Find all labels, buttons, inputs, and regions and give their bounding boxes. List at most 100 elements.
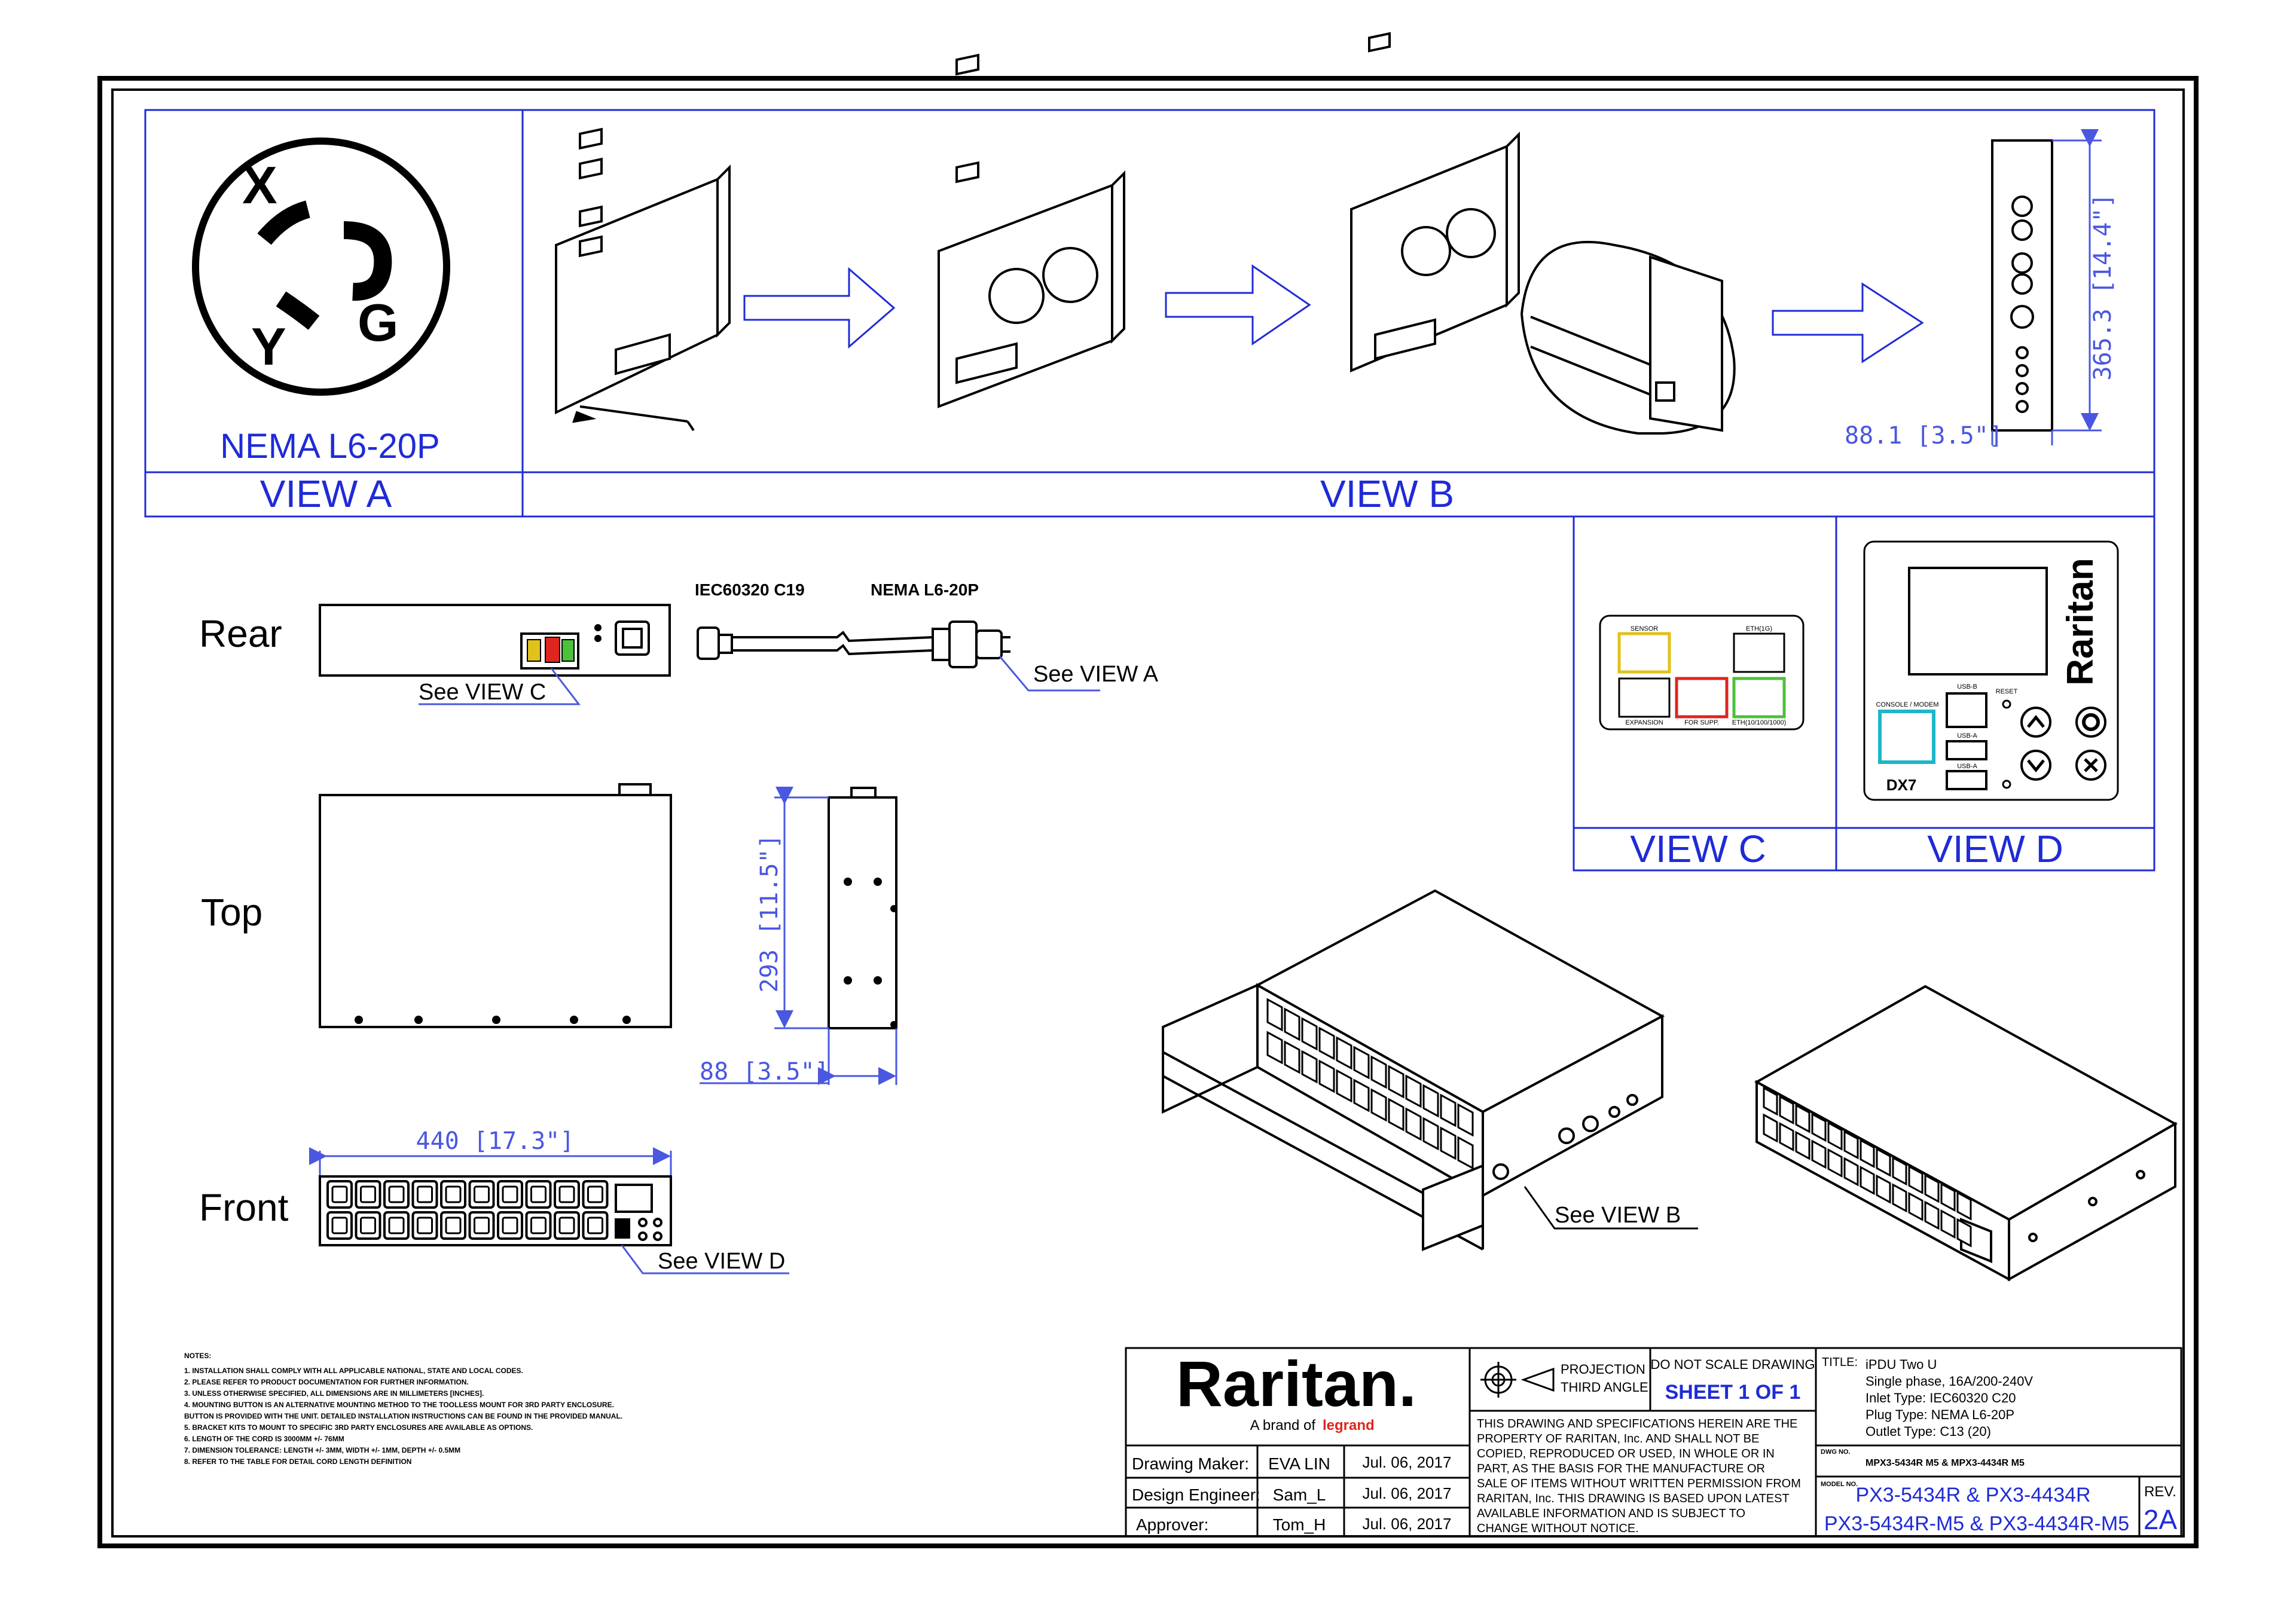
dwg-no: MPX3-5434R M5 & MPX3-4434R M5 [1866, 1458, 2025, 1468]
iso-outlet [1422, 1117, 1439, 1151]
title-block-tagline-prefix: A brand of [1250, 1417, 1316, 1434]
view-b-arrow-1 [743, 267, 896, 349]
iso-front-outlet [1827, 1121, 1843, 1151]
drawing-maker-date: Jul. 06, 2017 [1363, 1453, 1452, 1471]
rear-callout-view-c: See VIEW C [419, 680, 546, 705]
iso-outlet [1440, 1093, 1457, 1127]
view-b-step-1 [555, 127, 731, 432]
inlet-c20 [615, 621, 650, 656]
port-for-supp [1675, 677, 1729, 719]
drawing-maker-name: EVA LIN [1268, 1454, 1330, 1473]
iso-outlet [1301, 1017, 1318, 1051]
disclaimer-text: THIS DRAWING AND SPECIFICATIONS HEREIN A… [1477, 1417, 1801, 1535]
outlet-c13 [326, 1180, 353, 1209]
svg-text:Outlet Type: C13 (20): Outlet Type: C13 (20) [1866, 1424, 1991, 1439]
outlet-c13 [383, 1211, 410, 1240]
front-callout-leader [621, 1245, 789, 1274]
iso-outlet [1388, 1065, 1405, 1099]
note-3: 3. UNLESS OTHERWISE SPECIFIED, ALL DIMEN… [184, 1389, 484, 1398]
view-d-brand: Raritan [2060, 558, 2101, 686]
iso-front-outlet [1827, 1148, 1843, 1178]
outlet-c13 [582, 1211, 609, 1240]
view-b-arrow-2 [1165, 264, 1311, 346]
title-block-grid [1125, 1347, 2182, 1538]
third-angle-projection-icon [1480, 1362, 1555, 1398]
view-b-width-dim: 88.1 [3.5"] [1845, 422, 2003, 450]
iso-outlet [1370, 1055, 1387, 1089]
iso-front-outlet [1876, 1174, 1891, 1204]
port-usb-a-1 [1946, 740, 1987, 760]
rev-value: 2A [2144, 1504, 2178, 1535]
outlet-c13 [411, 1180, 438, 1209]
outlet-c13 [468, 1211, 495, 1240]
outlet-c13 [326, 1211, 353, 1240]
outlet-c13 [440, 1211, 466, 1240]
up-arrow-icon [2027, 715, 2045, 728]
view-d-port-label-0: CONSOLE / MODEM [1876, 701, 1938, 708]
iso-outlet [1388, 1098, 1405, 1132]
isometric-front-outlet-grid [1763, 1086, 1972, 1248]
port-console-modem [1878, 710, 1935, 764]
note-1: 1. INSTALLATION SHALL COMPLY WITH ALL AP… [184, 1367, 523, 1375]
top-view-dimensions [700, 787, 897, 1085]
view-b-bracket-front [1991, 139, 2053, 432]
port-expansion [1618, 677, 1671, 718]
iso-outlet [1405, 1074, 1422, 1108]
outlet-c13 [525, 1180, 552, 1209]
side-view-chassis [828, 787, 897, 1029]
svg-text:PROPERTY OF RARITAN, Inc. AND: PROPERTY OF RARITAN, Inc. AND SHALL NOT … [1477, 1432, 1759, 1445]
view-a-plug-face: X Y G [192, 137, 450, 396]
view-d-controller-panel: Raritan CONSOLE / MODEM USB-B RESET USB-… [1863, 540, 2119, 801]
top-views-frame [144, 109, 2155, 518]
note-4-continued: BUTTON IS PROVIDED WITH THE UNIT. DETAIL… [184, 1412, 622, 1420]
rear-view-chassis [319, 604, 671, 677]
do-not-scale-note: DO NOT SCALE DRAWING [1650, 1357, 1815, 1372]
top-view-title: Top [201, 891, 262, 934]
rear-callout-leaders [419, 656, 1100, 705]
front-display [615, 1184, 653, 1213]
iso-outlet [1440, 1126, 1457, 1160]
iso-outlet [1336, 1036, 1352, 1070]
note-7: 7. DIMENSION TOLERANCE: LENGTH +/- 3MM, … [184, 1446, 460, 1454]
sheet-number: SHEET 1 OF 1 [1665, 1381, 1801, 1404]
view-c-port-panel: SENSOR ETH(1G) EXPANSION FOR SUPP. ETH(1… [1599, 615, 1805, 730]
iso-outlet [1457, 1136, 1474, 1170]
svg-text:CHANGE WITHOUT NOTICE.: CHANGE WITHOUT NOTICE. [1477, 1522, 1639, 1535]
iso-front-outlet [1779, 1095, 1794, 1125]
iso-outlet [1353, 1078, 1370, 1112]
lcd-screen [1908, 567, 2048, 676]
iso-outlet [1266, 1031, 1283, 1065]
view-d-port-label-3: USB-A [1957, 732, 1977, 739]
power-cord [697, 621, 1010, 668]
iso-outlet [1457, 1103, 1474, 1137]
view-c-port-label-0: SENSOR [1631, 625, 1659, 632]
outlet-c13 [440, 1180, 466, 1209]
note-8: 8. REFER TO THE TABLE FOR DETAIL CORD LE… [184, 1457, 411, 1466]
front-view-width-dim: 440 [17.3"] [416, 1127, 575, 1155]
design-engineer-name: Sam_L [1273, 1486, 1326, 1504]
ok-button [2075, 707, 2106, 738]
plug-letter-x: X [242, 155, 277, 215]
view-b-step-2 [938, 53, 1125, 408]
view-c-port-label-2: EXPANSION [1625, 719, 1663, 726]
iso-front-outlet [1860, 1139, 1875, 1169]
iso-front-outlet [1763, 1086, 1778, 1116]
svg-text:RARITAN, Inc. THIS DRAWING IS: RARITAN, Inc. THIS DRAWING IS BASED UPON… [1477, 1492, 1790, 1505]
rev-label: REV. [2144, 1484, 2176, 1500]
note-6: 6. LENGTH OF THE CORD IS 3000MM +/- 76MM [184, 1435, 344, 1443]
approver-role: Approver: [1136, 1515, 1208, 1534]
iso-front-outlet [1956, 1191, 1972, 1221]
port-sensor [1617, 632, 1671, 674]
iso-front-outlet [1908, 1191, 1923, 1221]
view-a-label: VIEW A [260, 472, 392, 515]
plug-letter-g: G [358, 293, 398, 352]
drawing-maker-role: Drawing Maker: [1132, 1454, 1249, 1473]
iso-front-outlet [1956, 1218, 1972, 1248]
outlet-c13 [582, 1180, 609, 1209]
approver-name: Tom_H [1273, 1515, 1326, 1534]
rear-callout-view-a: See VIEW A [1033, 662, 1159, 687]
isometric-outlet-grid [1266, 998, 1474, 1170]
view-c-d-frame [1573, 515, 2155, 872]
iso-front-outlet [1892, 1183, 1907, 1213]
iso-outlet [1301, 1050, 1318, 1084]
